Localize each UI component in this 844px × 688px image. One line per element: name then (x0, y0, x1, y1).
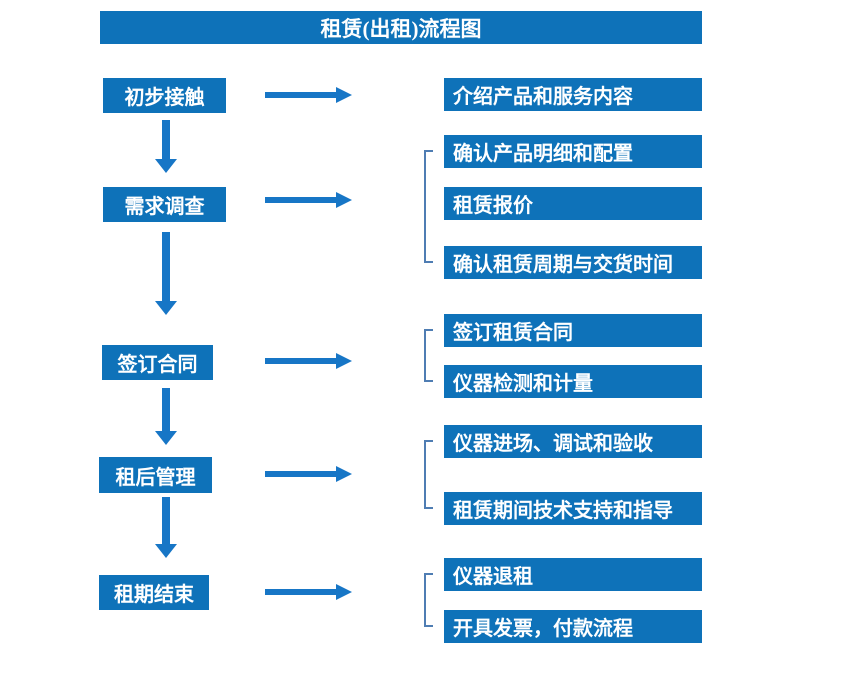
bracket-stage-4 (424, 440, 433, 509)
detail-box-rental-quotation: 租赁报价 (444, 187, 702, 220)
detail-box-sign-rental-contract: 签订租赁合同 (444, 314, 702, 347)
bracket-stage-5 (424, 573, 433, 627)
right-arrow-stem-1 (265, 92, 336, 98)
stage-box-initial-contact: 初步接触 (103, 78, 226, 113)
detail-box-invoice-payment: 开具发票，付款流程 (444, 610, 702, 643)
down-arrow-stem-4 (162, 497, 170, 544)
right-arrow-head-5 (336, 584, 352, 600)
stage-box-demand-survey: 需求调查 (103, 187, 226, 222)
detail-box-instrument-arrival: 仪器进场、调试和验收 (444, 425, 702, 458)
down-arrow-stem-3 (162, 388, 170, 431)
right-arrow-head-4 (336, 466, 352, 482)
detail-box-technical-support: 租赁期间技术支持和指导 (444, 492, 702, 525)
right-arrow-stem-5 (265, 589, 336, 595)
right-arrow-head-2 (336, 192, 352, 208)
stage-box-rental-end: 租期结束 (99, 575, 209, 610)
right-arrow-stem-2 (265, 197, 336, 203)
down-arrow-head-4 (155, 544, 177, 558)
bracket-stage-2 (424, 150, 433, 263)
down-arrow-stem-2 (162, 232, 170, 301)
bracket-stage-3 (424, 329, 433, 382)
right-arrow-head-3 (336, 353, 352, 369)
right-arrow-stem-4 (265, 471, 336, 477)
detail-box-confirm-rental-period: 确认租赁周期与交货时间 (444, 246, 702, 279)
down-arrow-head-3 (155, 431, 177, 445)
detail-box-confirm-product-details: 确认产品明细和配置 (444, 135, 702, 168)
stage-box-sign-contract: 签订合同 (102, 345, 213, 380)
detail-box-instrument-return: 仪器退租 (444, 558, 702, 591)
right-arrow-head-1 (336, 87, 352, 103)
down-arrow-head-1 (155, 159, 177, 173)
right-arrow-stem-3 (265, 358, 336, 364)
flowchart-title: 租赁(出租)流程图 (100, 11, 702, 44)
down-arrow-head-2 (155, 301, 177, 315)
detail-box-introduce-products: 介绍产品和服务内容 (444, 78, 702, 111)
down-arrow-stem-1 (162, 120, 170, 159)
stage-box-post-rental-management: 租后管理 (99, 457, 212, 493)
detail-box-instrument-testing: 仪器检测和计量 (444, 365, 702, 398)
